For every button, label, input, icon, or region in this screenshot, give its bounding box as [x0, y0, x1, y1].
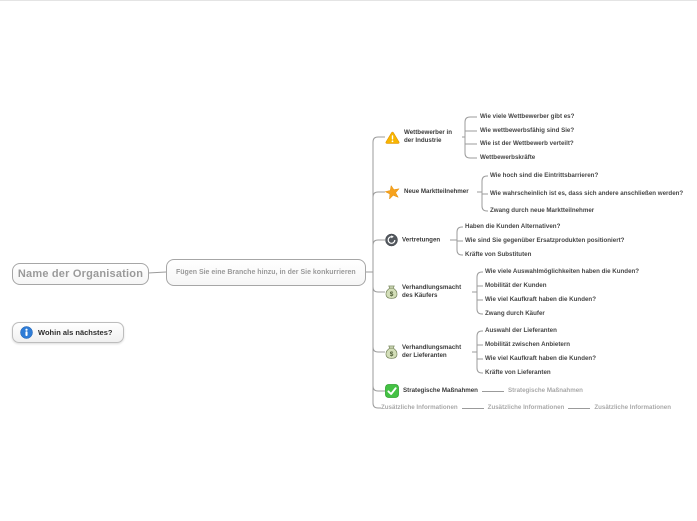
child-node[interactable]: Wie viele Auswahlmöglichkeiten haben die… [485, 268, 640, 275]
star-icon [385, 185, 400, 199]
branch-new-entrants[interactable]: Neue Marktteilnehmer [385, 185, 469, 199]
svg-text:$: $ [390, 291, 394, 298]
child-node[interactable]: Wie ist der Wettbewerb verteilt? [480, 140, 574, 147]
child-node[interactable]: Kräfte von Substituten [465, 251, 532, 258]
checkbox-icon [385, 384, 399, 398]
refresh-icon [385, 233, 398, 247]
help-button[interactable]: Wohin als nächstes? [12, 322, 124, 343]
help-button-label: Wohin als nächstes? [38, 328, 113, 337]
info-icon [20, 326, 33, 339]
placeholder-node[interactable]: Zusätzliche Informationen [381, 404, 458, 411]
child-node[interactable]: Wie wettbewerbsfähig sind Sie? [480, 127, 575, 134]
child-node[interactable]: Wie sind Sie gegenüber Ersatzprodukten p… [465, 237, 625, 244]
branch-competitors[interactable]: Wettbewerber in der Industrie [385, 129, 462, 145]
organization-node-label: Name der Organisation [17, 268, 144, 280]
child-node[interactable]: Wie hoch sind die Eintrittsbarrieren? [490, 172, 599, 179]
child-node[interactable]: Auswahl der Lieferanten [485, 327, 557, 334]
child-node[interactable]: Zwang durch Käufer [485, 310, 545, 317]
placeholder-node[interactable]: Zusätzliche Informationen [487, 404, 565, 411]
branch-additional-info[interactable]: Zusätzliche Informationen Zusätzliche In… [381, 404, 671, 412]
branch-label: Verhandlungsmacht des Käufers [402, 284, 462, 299]
branch-buyer-power[interactable]: $ Verhandlungsmacht des Käufers [385, 284, 472, 300]
organization-node[interactable]: Name der Organisation [12, 263, 149, 285]
branch-label: Verhandlungsmacht der Lieferanten [402, 344, 462, 359]
industry-root-label: Fügen Sie eine Branche hinzu, in der Sie… [176, 269, 356, 276]
connector-line [461, 407, 484, 409]
svg-text:$: $ [390, 351, 394, 358]
warning-icon [385, 131, 400, 144]
child-node[interactable]: Mobilität zwischen Anbietern [485, 341, 571, 348]
branch-supplier-power[interactable]: $ Verhandlungsmacht der Lieferanten [385, 344, 472, 360]
branch-label: Wettbewerber in der Industrie [404, 129, 453, 144]
child-node[interactable]: Zwang durch neue Marktteilnehmer [490, 207, 595, 214]
child-node[interactable]: Wie viel Kaufkraft haben die Kunden? [485, 296, 596, 303]
placeholder-node[interactable]: Strategische Maßnahmen [507, 387, 583, 394]
money-bag-icon: $ [385, 285, 398, 299]
money-bag-icon: $ [385, 345, 398, 359]
branch-substitutes[interactable]: Vertretungen [385, 233, 441, 247]
placeholder-node[interactable]: Zusätzliche Informationen [594, 404, 672, 411]
connector-line [568, 407, 591, 409]
child-node[interactable]: Wettbewerbskräfte [480, 154, 536, 161]
child-node[interactable]: Wie wahrscheinlich ist es, dass sich and… [490, 190, 684, 197]
child-node[interactable]: Wie viel Kaufkraft haben die Kunden? [485, 355, 596, 362]
child-node[interactable]: Mobilität der Kunden [485, 282, 547, 289]
branch-label: Strategische Maßnahmen [403, 387, 478, 394]
branch-label: Vertretungen [402, 236, 441, 243]
industry-root-node[interactable]: Fügen Sie eine Branche hinzu, in der Sie… [166, 259, 366, 286]
child-node[interactable]: Kräfte von Lieferanten [485, 369, 551, 376]
branch-strategic-actions[interactable]: Strategische Maßnahmen Strategische Maßn… [385, 384, 583, 398]
connector-line [481, 390, 504, 392]
branch-label: Neue Marktteilnehmer [404, 188, 469, 195]
child-node[interactable]: Haben die Kunden Alternativen? [465, 223, 561, 230]
child-node[interactable]: Wie viele Wettbewerber gibt es? [480, 113, 575, 120]
